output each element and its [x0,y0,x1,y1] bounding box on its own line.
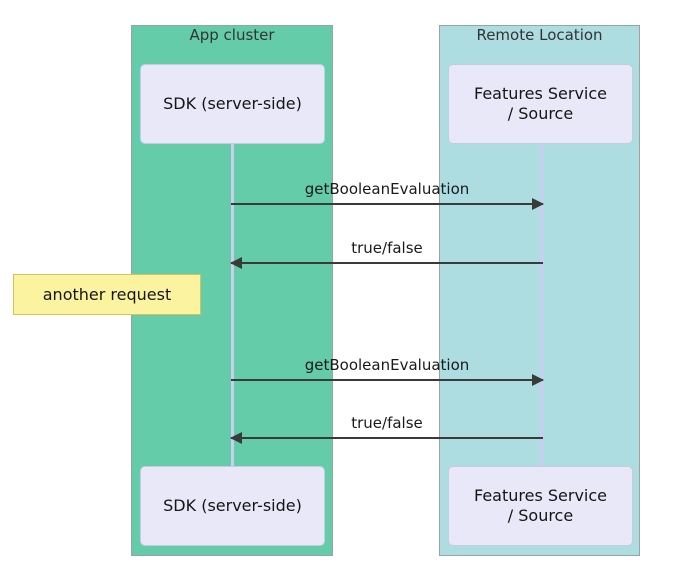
message-line-3 [231,379,543,381]
participant-group-title-remote-location: Remote Location [476,26,603,44]
arrowhead-right-icon-2 [532,374,544,386]
message-label-true-false-2: true/false [351,414,423,432]
actor-box-features-service-top: Features Service / Source [448,64,633,144]
arrowhead-left-icon-1 [230,257,242,269]
message-label-backdrop-2 [333,229,439,263]
message-get-boolean-evaluation-1: getBooleanEvaluation [231,180,544,210]
message-label-backdrop-3 [333,346,439,380]
note-another-request: another request [13,274,201,315]
actor-box-sdk-server-side-bottom: SDK (server-side) [140,466,325,546]
message-true-false-2: true/false [230,414,543,444]
message-line-1 [231,203,543,205]
message-label-backdrop-4 [333,404,439,438]
actor-box-sdk-server-side-top: SDK (server-side) [140,64,325,144]
lifeline-remote-location [540,143,543,467]
message-line-4 [231,437,543,439]
message-line-2 [231,262,543,264]
lifeline-app-cluster [231,143,234,467]
arrowhead-left-icon-2 [230,432,242,444]
message-label-backdrop-1 [333,170,439,204]
participant-group-title-app-cluster: App cluster [189,26,275,44]
actor-box-features-service-bottom: Features Service / Source [448,466,633,546]
message-label-get-boolean-evaluation-1: getBooleanEvaluation [304,180,470,198]
message-label-get-boolean-evaluation-2: getBooleanEvaluation [304,356,470,374]
arrowhead-right-icon-1 [532,198,544,210]
message-label-true-false-1: true/false [351,239,423,257]
message-get-boolean-evaluation-2: getBooleanEvaluation [231,356,544,386]
message-true-false-1: true/false [230,239,543,269]
